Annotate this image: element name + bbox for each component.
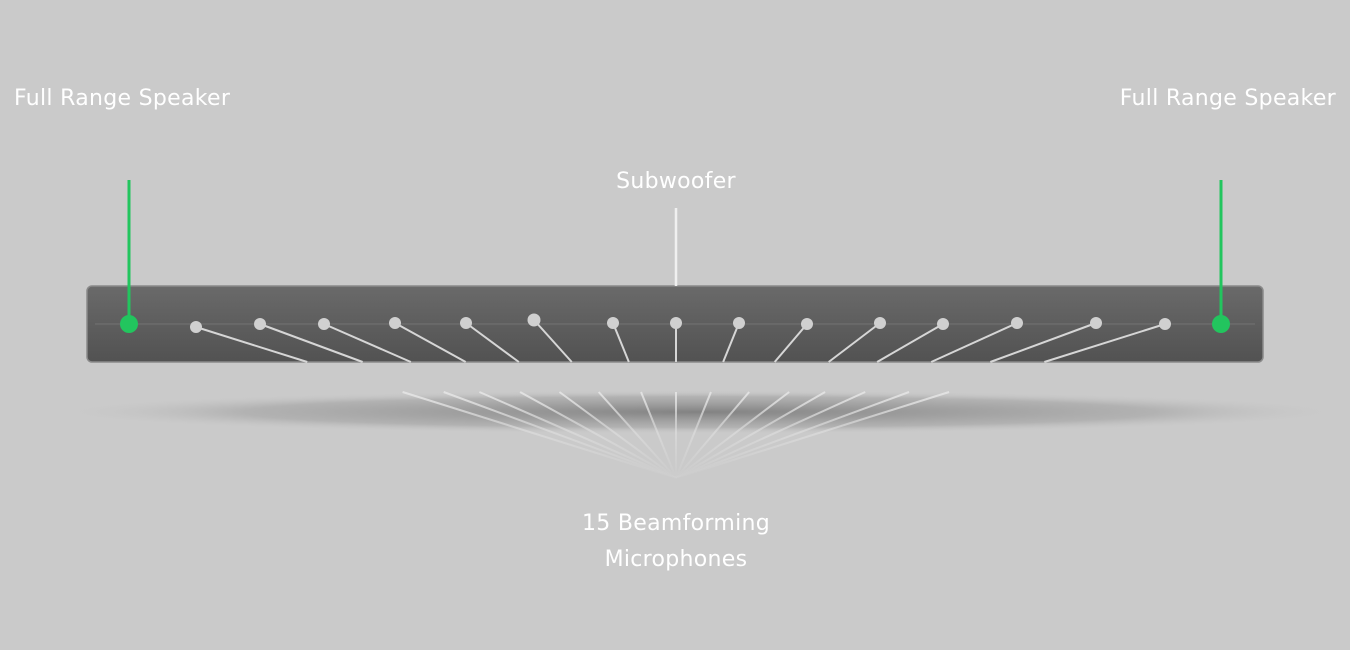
microphone-marker bbox=[937, 318, 949, 330]
mic-beam-line bbox=[612, 322, 630, 363]
microphone-marker bbox=[801, 318, 813, 330]
microphone-marker bbox=[1011, 317, 1023, 329]
mic-beam-line-fade bbox=[675, 391, 866, 479]
mic-beam-line-fade bbox=[675, 391, 910, 479]
microphone-marker bbox=[733, 317, 745, 329]
mic-beam-line-fade bbox=[675, 391, 790, 479]
microphone-marker bbox=[607, 317, 619, 329]
mic-beam-line bbox=[465, 322, 520, 363]
mic-beam-line bbox=[828, 322, 881, 363]
mic-beam-line bbox=[259, 323, 363, 363]
microphone-marker bbox=[527, 313, 541, 327]
mic-beam-line-fade bbox=[479, 391, 677, 479]
mic-beam-line-fade bbox=[675, 391, 712, 479]
mic-beam-line-fade bbox=[597, 391, 677, 479]
mic-beam-line bbox=[1044, 323, 1166, 363]
mic-beam-line-fade bbox=[443, 391, 677, 479]
beam-lines-fading bbox=[402, 391, 950, 479]
mic-beam-line bbox=[195, 326, 308, 363]
mic-beam-line-fade bbox=[402, 391, 677, 479]
left-speaker-marker bbox=[120, 315, 138, 333]
microphone-marker bbox=[670, 317, 682, 329]
microphones-label-line2: Microphones bbox=[604, 547, 748, 572]
mic-beam-line bbox=[394, 322, 467, 363]
mic-beam-line-fade bbox=[675, 391, 750, 479]
subwoofer-label: Subwoofer bbox=[616, 169, 736, 194]
mic-beam-line bbox=[989, 322, 1097, 363]
mic-beam-line bbox=[323, 323, 412, 363]
mic-beam-line-fade bbox=[558, 391, 677, 479]
mic-beam-line bbox=[533, 319, 573, 363]
right-speaker-marker bbox=[1212, 315, 1230, 333]
mic-beam-line-fade bbox=[519, 391, 677, 479]
mic-beam-line bbox=[773, 323, 808, 363]
microphones-label-line1: 15 Beamforming bbox=[581, 511, 771, 536]
mic-beam-line bbox=[930, 322, 1018, 363]
mic-beam-line bbox=[722, 322, 740, 363]
microphone-marker bbox=[190, 321, 202, 333]
mic-beam-line bbox=[876, 323, 944, 363]
mic-beam-line-fade bbox=[675, 391, 950, 479]
mic-beam-line-fade bbox=[675, 391, 826, 479]
beam-lines bbox=[195, 319, 1166, 363]
bar-shadow bbox=[50, 390, 1350, 434]
microphone-marker bbox=[460, 317, 472, 329]
microphone-marker bbox=[1159, 318, 1171, 330]
microphone-marker bbox=[254, 318, 266, 330]
microphone-marker bbox=[318, 318, 330, 330]
left-speaker-label: Full Range Speaker bbox=[14, 86, 231, 111]
mic-beam-line-fade bbox=[640, 391, 677, 479]
microphone-marker bbox=[874, 317, 886, 329]
microphone-marker bbox=[1090, 317, 1102, 329]
right-speaker-label: Full Range Speaker bbox=[1119, 86, 1336, 111]
microphone-marker bbox=[389, 317, 401, 329]
